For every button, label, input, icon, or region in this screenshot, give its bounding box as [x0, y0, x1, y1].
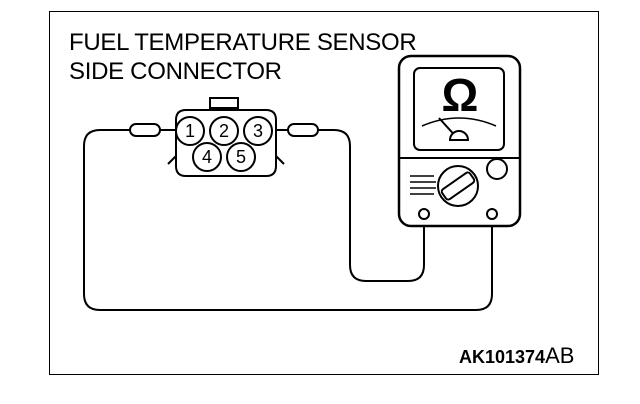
pin-1-terminal [175, 116, 205, 146]
pin-label-4: 4 [201, 147, 212, 167]
pin-label-2: 2 [218, 121, 229, 141]
diagram-title-line-1: FUEL TEMPERATURE SENSOR [69, 29, 417, 56]
pin-4-terminal [192, 142, 222, 172]
right-probe-tip [287, 123, 319, 137]
left-test-lead [83, 129, 493, 311]
reference-code: AK101374AB [459, 343, 574, 369]
ohm-symbol: Ω [441, 69, 479, 121]
pin-label-5: 5 [235, 147, 246, 167]
left-probe-tip [129, 123, 161, 137]
figure-frame [49, 11, 599, 375]
pin-label-1: 1 [184, 121, 195, 141]
diagram-title-line-2: SIDE CONNECTOR [69, 58, 282, 85]
pin-2-terminal [209, 116, 239, 146]
pin-label-3: 3 [252, 121, 263, 141]
ohmmeter-icon [397, 54, 522, 228]
right-test-lead [318, 129, 425, 282]
reference-code-suffix: AB [545, 343, 575, 368]
pin-5-terminal [226, 142, 256, 172]
pin-3-terminal [243, 116, 273, 146]
reference-code-number: AK101374 [459, 347, 546, 367]
